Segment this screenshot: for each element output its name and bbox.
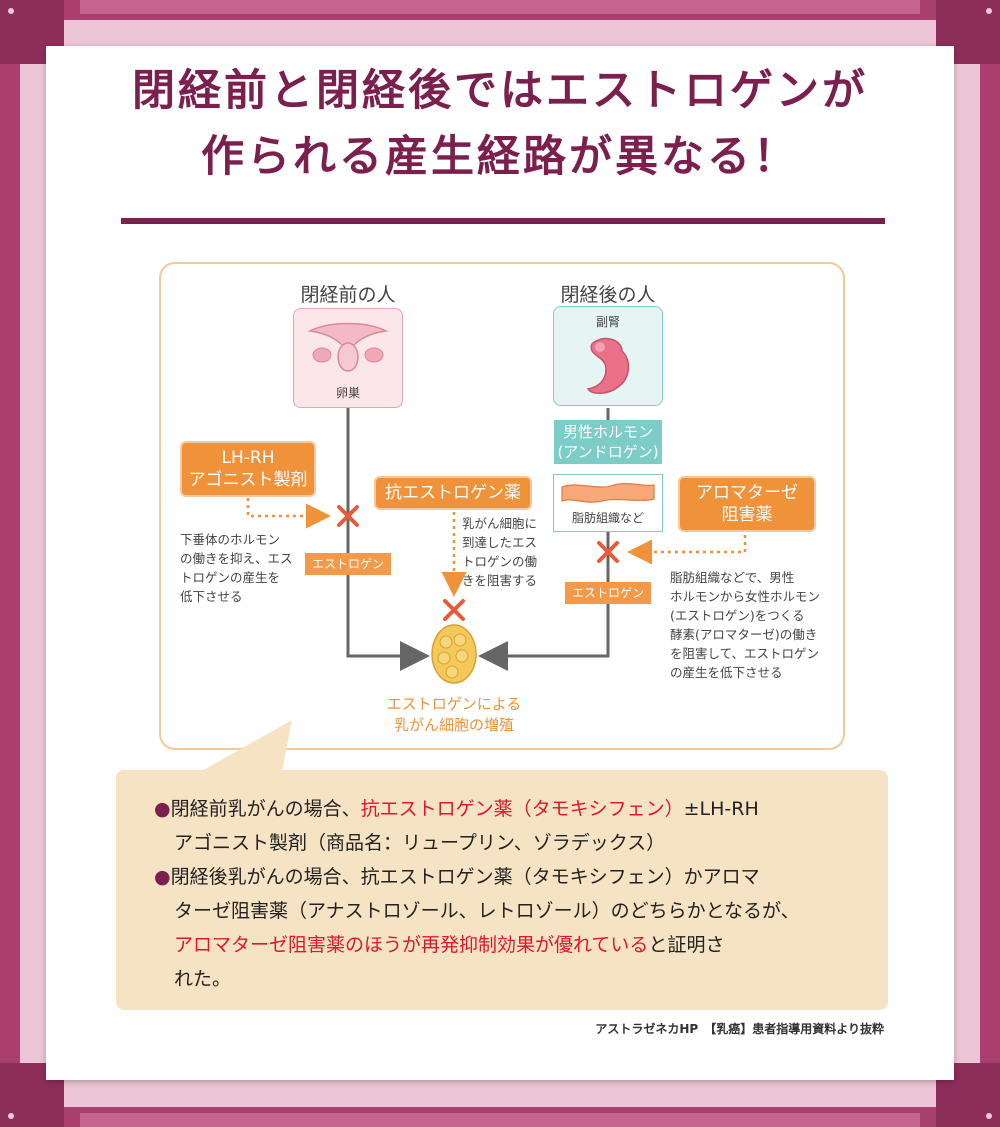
androgen-line-1: 男性ホルモン xyxy=(562,423,653,441)
bullet-text: ±LH-RH xyxy=(683,798,759,820)
page-title: 閉経前と閉経後ではエストロゲンが 作られる産生経路が異なる！ xyxy=(0,58,1000,190)
note-line: 酵素(アロマターゼ)の働き xyxy=(670,627,818,642)
aromatase-inhibitor-box: アロマターゼ 阻害薬 xyxy=(678,476,816,532)
bullet-text: 閉経後乳がんの場合、抗エストロゲン薬（タモキシフェン）かアロマ xyxy=(170,866,760,888)
note-line: の産生を低下させる xyxy=(670,665,783,680)
bullet-2-line-2: ターゼ阻害薬（アナストロゾール、レトロゾール）のどちらかとなるが、 xyxy=(174,900,800,922)
androgen-box: 男性ホルモン (アンドロゲン) xyxy=(554,420,662,464)
left-column-title: 閉経前の人 xyxy=(300,284,396,306)
bullet-1-line-2: アゴニスト製剤（商品名：リュープリン、ゾラデックス） xyxy=(174,832,666,854)
bullet-2-line-4: れた。 xyxy=(174,968,232,990)
callout-pointer xyxy=(200,720,292,772)
note-line: きを阻害する xyxy=(462,573,538,588)
bullet-highlight: アロマターゼ阻害薬のほうが再発抑制効果が優れている xyxy=(174,934,649,956)
adrenal-label: 副腎 xyxy=(595,315,620,329)
aromatase-note: 脂肪組織などで、男性 ホルモンから女性ホルモン (エストロゲン)をつくる 酵素(… xyxy=(670,568,820,682)
note-line: 下垂体のホルモン xyxy=(180,532,281,547)
bullet-2-line-3: アロマターゼ阻害薬のほうが再発抑制効果が優れていると証明さ xyxy=(154,928,874,962)
bullet-dot: ● xyxy=(154,798,171,820)
note-line: トロゲンの産生を xyxy=(180,570,281,585)
aromatase-inhibit-arrow xyxy=(627,528,747,565)
ovary-label: 卵巣 xyxy=(335,386,360,400)
source-citation: アストラゼネカHP 【乳癌】患者指導用資料より抜粋 xyxy=(595,1022,884,1036)
frame-stripe-top xyxy=(80,0,920,14)
lhrh-inhibit-arrow xyxy=(246,498,331,529)
title-underline xyxy=(121,218,885,224)
title-line-1: 閉経前と閉経後ではエストロゲンが xyxy=(132,66,868,116)
proliferation-caption: エストロゲンによる 乳がん細胞の増殖 xyxy=(360,694,548,736)
fat-tissue-box: 脂肪組織など xyxy=(553,474,663,532)
bullet-text: と証明さ xyxy=(648,934,725,956)
title-line-2: 作られる産生経路が異なる！ xyxy=(201,132,799,182)
fat-tissue-icon xyxy=(561,482,655,503)
bullet-text: 閉経前乳がんの場合、 xyxy=(170,798,361,820)
frame-stripe-bottom xyxy=(80,1113,920,1127)
bullet-dot: ● xyxy=(154,866,171,888)
block-x-mark-center xyxy=(443,599,465,621)
note-line: 脂肪組織などで、男性 xyxy=(670,570,795,585)
adrenal-icon xyxy=(586,337,630,394)
right-column-title: 閉経後の人 xyxy=(560,284,656,306)
ovary-image-box: 卵巣 xyxy=(293,308,403,408)
right-pathway-line xyxy=(478,530,610,671)
note-line: 低下させる xyxy=(180,589,243,604)
bullet-highlight: 抗エストロゲン薬（タモキシフェン） xyxy=(360,798,684,820)
block-x-mark-right xyxy=(597,541,619,563)
lhrh-agonist-box: LH-RH アゴニスト製剤 xyxy=(180,441,316,497)
fat-tissue-label: 脂肪組織など xyxy=(571,511,644,525)
estrogen-tag-right: エストロゲン xyxy=(565,582,651,604)
proliferation-line-2: 乳がん細胞の増殖 xyxy=(393,716,514,734)
aromatase-line-2: 阻害薬 xyxy=(721,505,773,525)
aromatase-line-1: アロマターゼ xyxy=(696,483,798,503)
lhrh-note: 下垂体のホルモン の働きを抑え、エス トロゲンの産生を 低下させる xyxy=(180,530,293,606)
summary-bullets: ●閉経前乳がんの場合、抗エストロゲン薬（タモキシフェン）±LH-RH アゴニスト… xyxy=(154,792,874,996)
bullet-2-line-1: ●閉経後乳がんの場合、抗エストロゲン薬（タモキシフェン）かアロマ xyxy=(154,860,874,894)
note-line: 到達したエス xyxy=(462,535,538,550)
corner-ornament xyxy=(936,0,1000,64)
summary-callout xyxy=(116,770,888,1010)
estrogen-tag-left: エストロゲン xyxy=(305,553,391,575)
lhrh-label-line-1: LH-RH xyxy=(221,448,275,468)
note-line: の働きを抑え、エス xyxy=(180,551,293,566)
lhrh-label-line-2: アゴニスト製剤 xyxy=(188,470,308,490)
left-pathway-line xyxy=(346,408,430,671)
note-line: (エストロゲン)をつくる xyxy=(670,608,805,623)
adrenal-image-box: 副腎 xyxy=(553,306,663,406)
block-x-mark-left xyxy=(337,505,359,527)
proliferation-line-1: エストロゲンによる xyxy=(386,695,522,713)
note-line: を阻害して、エストロゲン xyxy=(670,646,820,661)
cancer-cell-icon xyxy=(431,624,477,684)
note-line: トロゲンの働 xyxy=(462,554,538,569)
ovary-icon xyxy=(307,322,389,372)
note-line: ホルモンから女性ホルモン xyxy=(670,589,821,604)
antiestrogen-note: 乳がん細胞に 到達したエス トロゲンの働 きを阻害する xyxy=(462,514,537,590)
bullet-1-line-1: ●閉経前乳がんの場合、抗エストロゲン薬（タモキシフェン）±LH-RH xyxy=(154,792,874,826)
note-line: 乳がん細胞に xyxy=(462,516,538,531)
androgen-line-2: (アンドロゲン) xyxy=(557,443,659,461)
antiestrogen-box: 抗エストロゲン薬 xyxy=(374,476,532,510)
